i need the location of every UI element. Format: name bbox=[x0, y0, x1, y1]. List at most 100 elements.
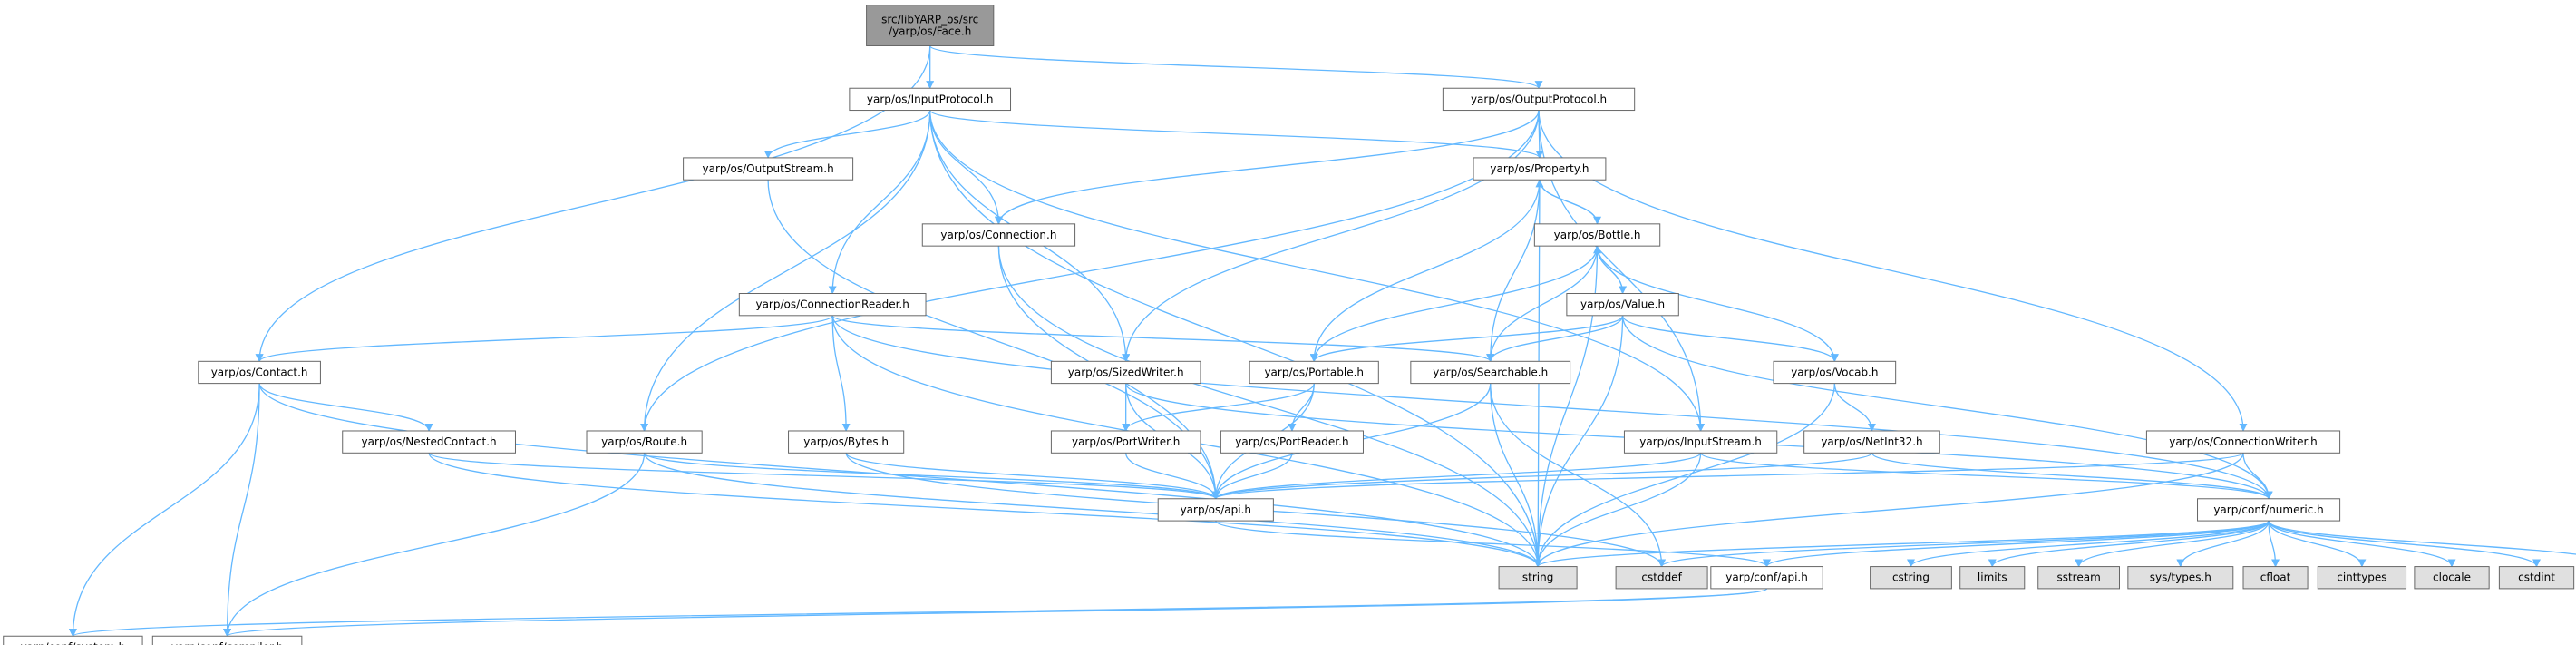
node-portable-label: yarp/os/Portable.h bbox=[1264, 366, 1364, 378]
edge-numeric-to-cstddef bbox=[1657, 520, 2270, 568]
node-cstdint-label: cstdint bbox=[2518, 572, 2555, 584]
node-portreader-box bbox=[1220, 430, 1364, 454]
node-bytes-label: yarp/os/Bytes.h bbox=[803, 435, 889, 448]
node-sizedwriter[interactable]: yarp/os/SizedWriter.h bbox=[1050, 360, 1201, 385]
node-portreader[interactable]: yarp/os/PortReader.h bbox=[1220, 430, 1364, 454]
node-cstring: cstring bbox=[1870, 566, 1952, 590]
edge-vocab-to-netint32 bbox=[1833, 383, 1876, 432]
node-face-box bbox=[866, 5, 995, 46]
node-connectionreader-box bbox=[738, 293, 927, 317]
node-inputstream[interactable]: yarp/os/InputStream.h bbox=[1623, 430, 1778, 454]
node-nestedcontact-box bbox=[342, 430, 516, 454]
node-confapi-label: yarp/conf/api.h bbox=[1725, 572, 1808, 584]
node-outputstream[interactable]: yarp/os/OutputStream.h bbox=[683, 157, 854, 181]
node-confsystem-box bbox=[3, 635, 143, 645]
edge-bottle-to-searchable bbox=[1486, 246, 1599, 363]
node-property[interactable]: yarp/os/Property.h bbox=[1473, 157, 1607, 181]
node-cstddef-label: cstddef bbox=[1641, 572, 1682, 584]
node-portable[interactable]: yarp/os/Portable.h bbox=[1249, 360, 1379, 385]
node-inputstream-label: yarp/os/InputStream.h bbox=[1639, 435, 1762, 448]
node-searchable-label: yarp/os/Searchable.h bbox=[1433, 366, 1548, 378]
node-clocale: clocale bbox=[2414, 566, 2490, 590]
node-sstream: sstream bbox=[2037, 566, 2120, 590]
edge-portable-to-portwriter bbox=[1122, 383, 1315, 432]
edge-api-to-confapi bbox=[1215, 520, 1771, 568]
node-netint32-label: yarp/os/NetInt32.h bbox=[1821, 435, 1922, 448]
node-confsystem[interactable]: yarp/conf/system.h bbox=[3, 635, 143, 645]
node-route-label: yarp/os/Route.h bbox=[601, 435, 687, 448]
node-inputprotocol[interactable]: yarp/os/InputProtocol.h bbox=[849, 87, 1012, 112]
edge-contact-to-confsystem bbox=[68, 383, 260, 638]
node-portwriter-box bbox=[1050, 430, 1201, 454]
edge-connectionwriter-to-string bbox=[1533, 453, 2244, 568]
node-string: string bbox=[1498, 566, 1578, 590]
edge-numeric-to-systypes bbox=[2176, 520, 2270, 568]
node-route[interactable]: yarp/os/Route.h bbox=[586, 430, 703, 454]
node-cstring-box bbox=[1870, 566, 1952, 590]
node-value[interactable]: yarp/os/Value.h bbox=[1566, 293, 1679, 317]
edge-numeric-to-cinttypes bbox=[2268, 520, 2367, 568]
edge-layer bbox=[68, 44, 2576, 638]
node-searchable[interactable]: yarp/os/Searchable.h bbox=[1410, 360, 1571, 385]
edge-inputprotocol-to-string bbox=[929, 110, 1542, 568]
node-confcompiler-box bbox=[151, 635, 303, 645]
edge-route-to-api bbox=[643, 452, 1220, 500]
edge-value-to-string bbox=[1533, 315, 1624, 568]
node-bytes[interactable]: yarp/os/Bytes.h bbox=[788, 430, 905, 454]
node-face-label: /yarp/os/Face.h bbox=[889, 25, 971, 38]
node-connection[interactable]: yarp/os/Connection.h bbox=[921, 223, 1076, 247]
node-cinttypes-box bbox=[2317, 566, 2407, 590]
node-portable-box bbox=[1249, 360, 1379, 385]
node-connectionwriter[interactable]: yarp/os/ConnectionWriter.h bbox=[2145, 430, 2341, 454]
node-bottle-label: yarp/os/Bottle.h bbox=[1554, 229, 1641, 241]
edge-contact-to-confcompiler bbox=[223, 383, 260, 638]
edge-confapi-to-confcompiler bbox=[223, 588, 1768, 638]
node-cinttypes: cinttypes bbox=[2317, 566, 2407, 590]
node-clocale-box bbox=[2414, 566, 2490, 590]
edge-numeric-to-cfloat bbox=[2268, 521, 2280, 568]
node-layer: src/libYARP_os/src/yarp/os/Face.h yarp/os… bbox=[3, 5, 2575, 645]
node-outputprotocol[interactable]: yarp/os/OutputProtocol.h bbox=[1442, 87, 1636, 112]
edge-inputprotocol-to-outputstream bbox=[763, 110, 931, 159]
node-nestedcontact[interactable]: yarp/os/NestedContact.h bbox=[342, 430, 516, 454]
edge-nestedcontact-to-string bbox=[428, 453, 1542, 568]
node-portwriter[interactable]: yarp/os/PortWriter.h bbox=[1050, 430, 1201, 454]
node-face[interactable]: src/libYARP_os/src/yarp/os/Face.h bbox=[866, 5, 995, 46]
node-numeric[interactable]: yarp/conf/numeric.h bbox=[2197, 498, 2341, 522]
node-netint32[interactable]: yarp/os/NetInt32.h bbox=[1803, 430, 1940, 454]
node-vocab-box bbox=[1773, 360, 1897, 385]
node-portwriter-label: yarp/os/PortWriter.h bbox=[1072, 435, 1180, 448]
node-confapi[interactable]: yarp/conf/api.h bbox=[1710, 566, 1823, 590]
node-connectionreader[interactable]: yarp/os/ConnectionReader.h bbox=[738, 293, 927, 317]
node-bottle[interactable]: yarp/os/Bottle.h bbox=[1533, 223, 1661, 247]
node-netint32-box bbox=[1803, 430, 1940, 454]
node-sstream-label: sstream bbox=[2056, 572, 2100, 584]
edge-route-to-string bbox=[643, 453, 1542, 568]
node-confcompiler[interactable]: yarp/conf/compiler.h bbox=[151, 635, 303, 645]
edge-connectionreader-to-bytes bbox=[831, 315, 851, 432]
node-property-box bbox=[1473, 157, 1607, 181]
node-systypes: sys/types.h bbox=[2127, 566, 2234, 590]
edge-inputprotocol-to-route bbox=[640, 110, 931, 432]
edge-inputstream-to-string bbox=[1533, 453, 1702, 568]
edge-connectionwriter-to-numeric bbox=[2242, 453, 2273, 500]
node-vocab[interactable]: yarp/os/Vocab.h bbox=[1773, 360, 1897, 385]
node-portreader-label: yarp/os/PortReader.h bbox=[1235, 435, 1348, 448]
edge-connectionwriter-to-api bbox=[1211, 452, 2244, 500]
edge-property-to-portable bbox=[1309, 180, 1541, 363]
edge-value-to-vocab bbox=[1621, 315, 1839, 363]
node-inputprotocol-label: yarp/os/InputProtocol.h bbox=[867, 93, 994, 105]
node-cstdint: cstdint bbox=[2498, 566, 2575, 590]
node-cfloat-box bbox=[2242, 566, 2309, 590]
edge-connectionreader-to-numeric bbox=[831, 315, 2273, 500]
node-contact[interactable]: yarp/os/Contact.h bbox=[198, 360, 321, 385]
node-outputprotocol-label: yarp/os/OutputProtocol.h bbox=[1471, 93, 1607, 105]
edge-bottle-to-portable bbox=[1309, 246, 1599, 363]
node-api-label: yarp/os/api.h bbox=[1181, 503, 1251, 516]
node-inputstream-box bbox=[1623, 430, 1778, 454]
node-api[interactable]: yarp/os/api.h bbox=[1157, 498, 1274, 522]
edge-numeric-to-cstring bbox=[1907, 520, 2270, 568]
node-outputprotocol-box bbox=[1442, 87, 1636, 112]
node-searchable-box bbox=[1410, 360, 1571, 385]
